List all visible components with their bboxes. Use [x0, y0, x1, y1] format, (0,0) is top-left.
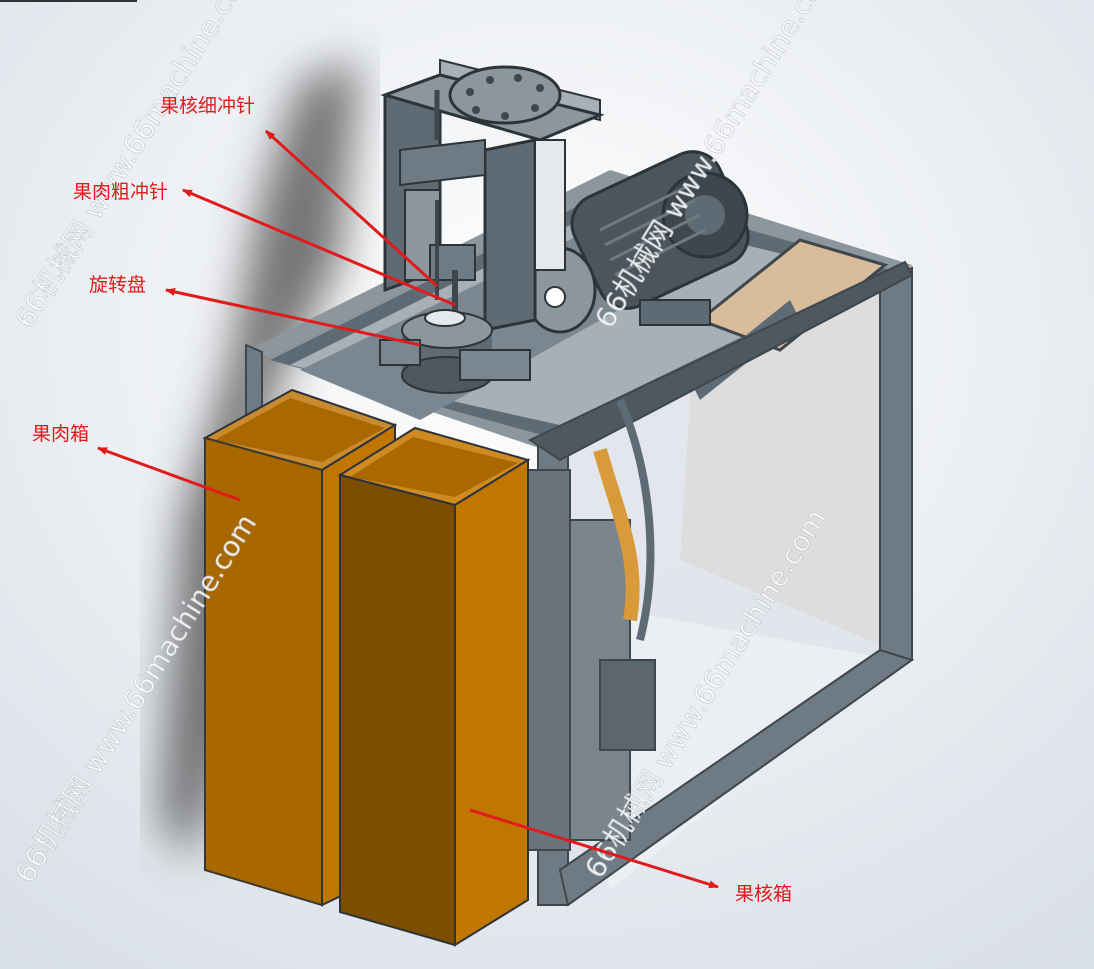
label-flesh-coarse-pin: 果肉粗冲针: [73, 181, 169, 203]
label-pit-box: 果核箱: [735, 883, 793, 905]
rotary-disc: [379, 309, 531, 394]
punch-head: [380, 58, 605, 332]
label-rotary-disc: 旋转盘: [89, 274, 147, 296]
pit-box-side: [454, 458, 529, 947]
arrow-flesh-coarse-pin: [182, 188, 456, 307]
bottom-rail: [558, 648, 915, 907]
pit-box: [337, 426, 531, 947]
arrow-pit-box: [469, 808, 719, 889]
cylinder: [534, 139, 566, 271]
callout-arrows: [97, 129, 719, 889]
top-rule: [0, 0, 137, 2]
rear-post: [879, 266, 913, 670]
motor: [523, 150, 750, 334]
arrow-rotary-disc: [165, 287, 421, 347]
arrow-pit-fine-pin: [264, 129, 439, 288]
label-flesh-box: 果肉箱: [32, 423, 90, 445]
pit-box-front: [339, 473, 456, 947]
arrow-flesh-box: [97, 446, 241, 502]
label-pit-fine-pin: 果核细冲针: [160, 95, 256, 117]
